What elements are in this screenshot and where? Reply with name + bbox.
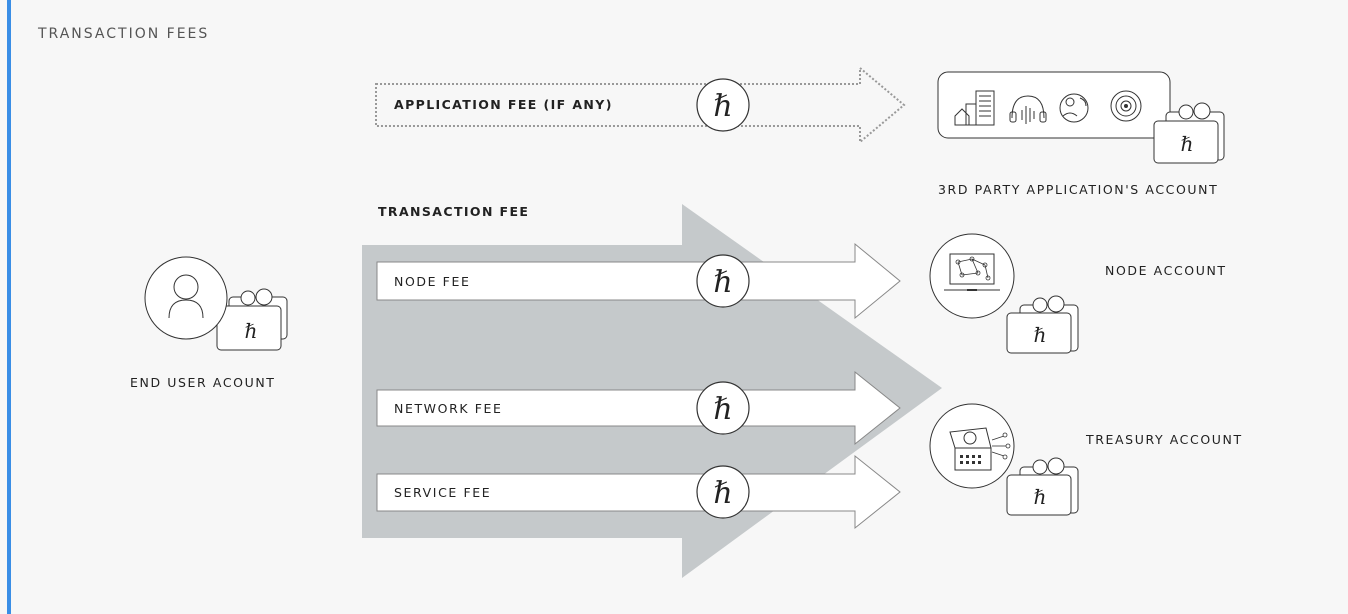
headphones-icon — [1009, 95, 1047, 124]
treasury-account: ℏ — [929, 403, 1079, 516]
service-fee-arrow — [376, 454, 901, 530]
building-icon — [954, 90, 995, 126]
hbar-symbol: ℏ — [713, 265, 732, 300]
target-icon — [1110, 90, 1142, 122]
wallet-icon: ℏ — [1006, 457, 1079, 516]
third-party-account-label: 3RD PARTY APPLICATION'S ACCOUNT — [938, 182, 1219, 197]
hbar-coin-icon: ℏ — [696, 381, 750, 435]
node-fee-arrow — [376, 242, 901, 320]
left-accent-bar — [0, 0, 11, 614]
hbar-symbol: ℏ — [245, 319, 258, 343]
hbar-symbol: ℏ — [713, 476, 732, 511]
laptop-network-icon — [929, 233, 1015, 319]
hbar-symbol: ℏ — [1034, 485, 1047, 509]
node-account: ℏ — [929, 233, 1079, 354]
chat-icon — [1059, 93, 1089, 123]
third-party-account: ℏ — [937, 71, 1225, 164]
node-account-label: NODE ACCOUNT — [1105, 263, 1227, 278]
wallet-icon: ℏ — [1006, 295, 1079, 354]
node-fee-label: NODE FEE — [394, 274, 471, 289]
transaction-fee-label: TRANSACTION FEE — [378, 204, 530, 219]
wallet-icon: ℏ — [1153, 102, 1225, 164]
hbar-coin-icon: ℏ — [696, 78, 750, 132]
hbar-symbol: ℏ — [713, 89, 732, 124]
hbar-symbol: ℏ — [1034, 323, 1047, 347]
hbar-symbol: ℏ — [1181, 132, 1194, 156]
hbar-coin-icon: ℏ — [696, 254, 750, 308]
application-fee-label: APPLICATION FEE (IF ANY) — [394, 97, 613, 112]
network-fee-label: NETWORK FEE — [394, 401, 503, 416]
page-title: TRANSACTION FEES — [38, 26, 210, 42]
wallet-icon: ℏ — [216, 288, 288, 351]
network-fee-arrow — [376, 370, 901, 446]
service-fee-label: SERVICE FEE — [394, 485, 492, 500]
end-user-account: ℏ — [144, 256, 288, 351]
treasury-account-label: TREASURY ACCOUNT — [1086, 432, 1243, 447]
user-icon — [144, 256, 228, 340]
treasure-chest-icon — [929, 403, 1015, 489]
hbar-symbol: ℏ — [713, 392, 732, 427]
end-user-account-label: END USER ACOUNT — [130, 375, 276, 390]
hbar-coin-icon: ℏ — [696, 465, 750, 519]
